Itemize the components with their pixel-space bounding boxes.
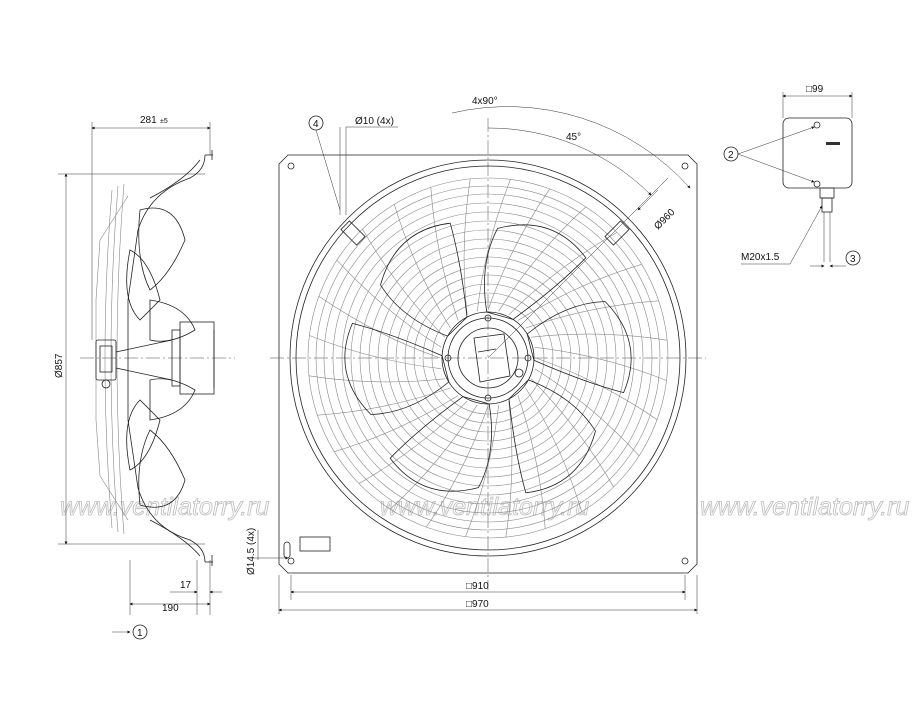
- watermark-layer: www.ventilatorry.ru www.ventilatorry.ru …: [60, 493, 910, 522]
- watermark-text-2: www.ventilatorry.ru: [380, 493, 589, 521]
- guard-spoke: [517, 264, 642, 321]
- front-view: 4x90° 45° Ø960 Ø10 (4x) 4 Ø14.5 (4x) □91…: [246, 96, 706, 614]
- guard-spoke: [336, 259, 442, 348]
- guard-spoke: [525, 387, 582, 512]
- guard-spoke: [534, 347, 667, 381]
- impeller-blade: [526, 301, 632, 394]
- impeller-blade: [344, 322, 450, 415]
- terminal-box-detail: □99 2 M20x1.5 3: [723, 84, 861, 268]
- guard-spoke: [534, 368, 640, 457]
- guard-ring: [350, 220, 626, 496]
- dim-hole-diameter: Ø10 (4x): [355, 116, 394, 127]
- guard-spoke: [505, 401, 513, 538]
- guard-spoke: [308, 375, 445, 383]
- guard-spoke: [463, 178, 471, 315]
- guard-spoke: [531, 333, 668, 341]
- callout-4: 4: [313, 119, 319, 130]
- guard-spoke: [430, 187, 459, 321]
- guard-spoke: [317, 387, 451, 416]
- impeller-blades: [344, 222, 632, 494]
- guard-spoke: [309, 335, 442, 369]
- guard-ring: [368, 238, 608, 478]
- dim-angle-45: 45°: [566, 132, 581, 143]
- impeller-blade: [508, 379, 596, 494]
- guard-ring: [404, 274, 572, 442]
- callout-2: 2: [728, 150, 734, 161]
- impeller-blade: [389, 396, 492, 492]
- dim-diameter-side: Ø857: [54, 353, 65, 378]
- guard-spoke: [426, 405, 489, 528]
- guard-ring: [359, 229, 617, 487]
- guard-spoke: [517, 395, 546, 529]
- callout-1: 1: [137, 628, 143, 639]
- guard-ring: [422, 292, 554, 424]
- guard-spoke: [487, 188, 550, 311]
- dim-angle-4x90: 4x90°: [472, 96, 498, 107]
- guard-rings: [323, 193, 653, 523]
- impeller-blade: [380, 222, 468, 337]
- guard-spoke: [498, 206, 587, 312]
- dim-slot: Ø14.5 (4x): [246, 528, 257, 575]
- dim-offset-17: 17: [180, 580, 192, 591]
- guard-ring: [341, 211, 635, 505]
- guard-spoke: [465, 404, 499, 537]
- guard-spoke: [362, 228, 446, 338]
- dim-depth: 281: [140, 115, 157, 126]
- dim-square-970: □970: [466, 599, 489, 610]
- guard-spokes: [308, 178, 668, 538]
- guard-spoke: [358, 400, 468, 484]
- dim-thread: M20x1.5: [741, 252, 780, 263]
- dim-ring-diameter: Ø960: [652, 207, 677, 232]
- dim-offset-190: 190: [162, 603, 179, 614]
- side-view: 281 ±5 Ø857 17 190 1: [54, 115, 235, 640]
- dim-depth-tolerance: ±5: [160, 118, 168, 125]
- guard-spoke: [530, 378, 614, 488]
- watermark-text-3: www.ventilatorry.ru: [700, 493, 909, 521]
- guard-spoke: [394, 204, 451, 329]
- impeller-blade: [484, 224, 587, 320]
- guard-ring: [386, 256, 590, 460]
- guard-ring: [413, 283, 563, 433]
- guard-ring: [332, 202, 644, 514]
- guard-spoke: [334, 395, 459, 452]
- guard-ring: [431, 301, 545, 415]
- guard-ring: [323, 193, 653, 523]
- guard-spoke: [477, 179, 511, 312]
- callout-3: 3: [850, 254, 856, 265]
- dim-square-910: □910: [466, 581, 489, 592]
- guard-spoke: [525, 300, 659, 329]
- guard-spoke: [508, 232, 618, 316]
- guard-ring: [377, 247, 599, 469]
- guard-ring: [395, 265, 581, 451]
- guard-spoke: [318, 296, 441, 359]
- guard-spoke: [389, 404, 478, 510]
- guard-spoke: [535, 357, 658, 420]
- watermark-text-1: www.ventilatorry.ru: [60, 493, 269, 521]
- dim-box-99: □99: [806, 84, 824, 95]
